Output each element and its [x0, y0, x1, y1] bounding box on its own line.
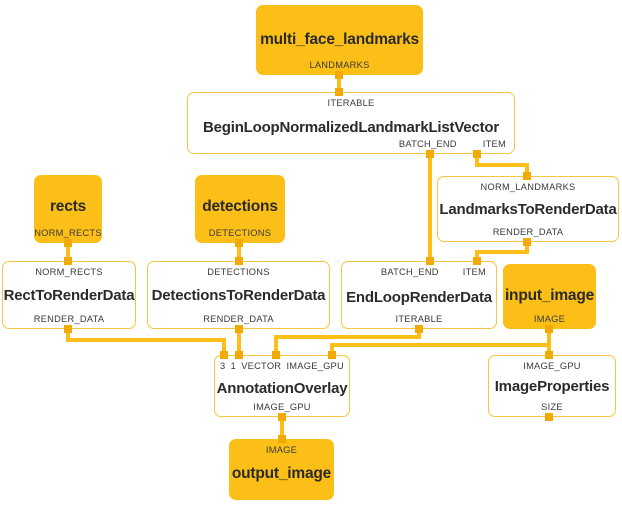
- port-detections: DETECTIONS: [208, 228, 272, 238]
- node-landmarks-to-render-data[interactable]: NORM_LANDMARKS LandmarksToRenderData REN…: [437, 176, 619, 242]
- port-dot-rect-norm-rects-in: [64, 257, 72, 265]
- node-input-image[interactable]: input_image IMAGE: [503, 264, 596, 329]
- port-dot-endloop-batch-end-in: [426, 257, 434, 265]
- port-batch-end: BATCH_END: [398, 139, 457, 149]
- node-title: input_image: [504, 286, 595, 304]
- port-dot-iterable-in: [335, 88, 343, 96]
- port-vector: VECTOR: [241, 361, 282, 371]
- node-title: rects: [49, 198, 87, 216]
- port-image-gpu-in: IMAGE_GPU: [523, 361, 581, 371]
- node-title: multi_face_landmarks: [260, 31, 419, 49]
- port-dot-batch-end-out: [426, 150, 434, 158]
- node-title: ImageProperties: [494, 378, 610, 396]
- port-image-gpu-in: IMAGE_GPU: [286, 361, 344, 371]
- node-multi-face-landmarks[interactable]: multi_face_landmarks LANDMARKS: [256, 5, 423, 75]
- output-ports: DETECTIONS: [196, 228, 284, 238]
- port-image-out: IMAGE: [533, 314, 566, 324]
- port-dot-landmarks-out: [335, 71, 343, 79]
- node-output-image[interactable]: IMAGE output_image: [229, 439, 334, 500]
- node-title: RectToRenderData: [3, 287, 135, 305]
- edge-item-to-norm-landmarks: [475, 154, 529, 176]
- port-dot-landmarks-render-data-out: [523, 238, 531, 246]
- port-norm-rects: NORM_RECTS: [34, 228, 102, 238]
- output-ports: BATCH_END ITEM: [188, 139, 514, 149]
- port-dot-det-detections-in: [235, 257, 243, 265]
- output-ports: IMAGE: [504, 314, 595, 324]
- port-image-gpu-out: IMAGE_GPU: [253, 402, 311, 412]
- port-dot-output-image-in: [278, 435, 286, 443]
- port-dot-overlay-1-in: [235, 351, 243, 359]
- node-title: detections: [202, 198, 278, 216]
- port-render-data: RENDER_DATA: [492, 227, 564, 237]
- port-landmarks: LANDMARKS: [309, 60, 370, 70]
- node-title: LandmarksToRenderData: [439, 201, 617, 219]
- port-batch-end-in: BATCH_END: [380, 267, 439, 277]
- port-item-in: ITEM: [462, 267, 486, 277]
- port-image-in: IMAGE: [265, 445, 298, 455]
- port-detections-in: DETECTIONS: [207, 267, 270, 277]
- input-ports: IMAGE: [230, 445, 333, 455]
- node-annotation-overlay[interactable]: 3 1 VECTOR IMAGE_GPU AnnotationOverlay I…: [214, 355, 350, 417]
- edge-rect-renderdata-to-overlay-3: [66, 329, 226, 355]
- edge-iterable-to-overlay-vector: [274, 329, 421, 355]
- output-ports: SIZE: [489, 402, 615, 412]
- port-dot-rect-render-data-out: [64, 325, 72, 333]
- input-ports: IMAGE_GPU: [489, 361, 615, 371]
- node-detections-to-render-data[interactable]: DETECTIONS DetectionsToRenderData RENDER…: [147, 261, 330, 329]
- port-dot-endloop-item-in: [473, 257, 481, 265]
- node-detections[interactable]: detections DETECTIONS: [195, 175, 285, 243]
- port-norm-rects-in: NORM_RECTS: [35, 267, 103, 277]
- node-title: AnnotationOverlay: [216, 379, 348, 397]
- port-dot-norm-landmarks-in: [523, 172, 531, 180]
- output-ports: IMAGE_GPU: [215, 402, 349, 412]
- edge-inputimage-to-overlay-imagegpu: [330, 329, 551, 355]
- edge-renderdata-to-item: [475, 242, 529, 261]
- port-iterable: ITERABLE: [327, 98, 375, 108]
- node-title: BeginLoopNormalizedLandmarkListVector: [203, 118, 499, 136]
- input-ports: NORM_LANDMARKS: [438, 182, 618, 192]
- input-ports: ITERABLE: [188, 98, 514, 108]
- port-dot-overlay-image-gpu-out: [278, 413, 286, 421]
- output-ports: RENDER_DATA: [3, 314, 135, 324]
- port-iterable-out: ITERABLE: [395, 314, 443, 324]
- input-ports: 3 1 VECTOR IMAGE_GPU: [215, 361, 349, 371]
- port-dot-overlay-3-in: [220, 351, 228, 359]
- port-render-data: RENDER_DATA: [203, 314, 274, 324]
- port-norm-landmarks: NORM_LANDMARKS: [480, 182, 576, 192]
- port-dot-input-image-out: [545, 325, 553, 333]
- port-dot-norm-rects-out: [64, 239, 72, 247]
- input-ports: NORM_RECTS: [3, 267, 135, 277]
- node-image-properties[interactable]: IMAGE_GPU ImageProperties SIZE: [488, 355, 616, 417]
- port-index-3: 3: [220, 361, 226, 371]
- output-ports: LANDMARKS: [257, 60, 422, 70]
- output-ports: RENDER_DATA: [148, 314, 329, 324]
- output-ports: ITERABLE: [342, 314, 496, 324]
- port-size-out: SIZE: [541, 402, 563, 412]
- port-render-data: RENDER_DATA: [33, 314, 105, 324]
- node-title: output_image: [231, 464, 332, 482]
- output-ports: NORM_RECTS: [34, 228, 102, 238]
- node-end-loop-render-data[interactable]: BATCH_END ITEM EndLoopRenderData ITERABL…: [341, 261, 497, 329]
- node-begin-loop-normalized-landmark-list-vector[interactable]: ITERABLE BeginLoopNormalizedLandmarkList…: [187, 92, 515, 154]
- port-index-1: 1: [230, 361, 237, 371]
- input-ports: BATCH_END ITEM: [342, 267, 496, 277]
- port-dot-item-out: [473, 150, 481, 158]
- node-title: DetectionsToRenderData: [151, 287, 326, 305]
- port-dot-det-render-data-out: [235, 325, 243, 333]
- input-ports: DETECTIONS: [148, 267, 329, 277]
- port-dot-endloop-iterable-out: [415, 325, 423, 333]
- port-dot-imageprops-image-gpu-in: [545, 351, 553, 359]
- port-dot-imageprops-size-out: [545, 413, 553, 421]
- node-title: EndLoopRenderData: [346, 288, 492, 306]
- node-rect-to-render-data[interactable]: NORM_RECTS RectToRenderData RENDER_DATA: [2, 261, 136, 329]
- port-item: ITEM: [482, 139, 506, 149]
- port-dot-detections-out: [235, 239, 243, 247]
- output-ports: RENDER_DATA: [438, 227, 618, 237]
- port-dot-overlay-image-gpu-in: [328, 351, 336, 359]
- node-rects[interactable]: rects NORM_RECTS: [34, 175, 102, 243]
- port-dot-overlay-vector-in: [272, 351, 280, 359]
